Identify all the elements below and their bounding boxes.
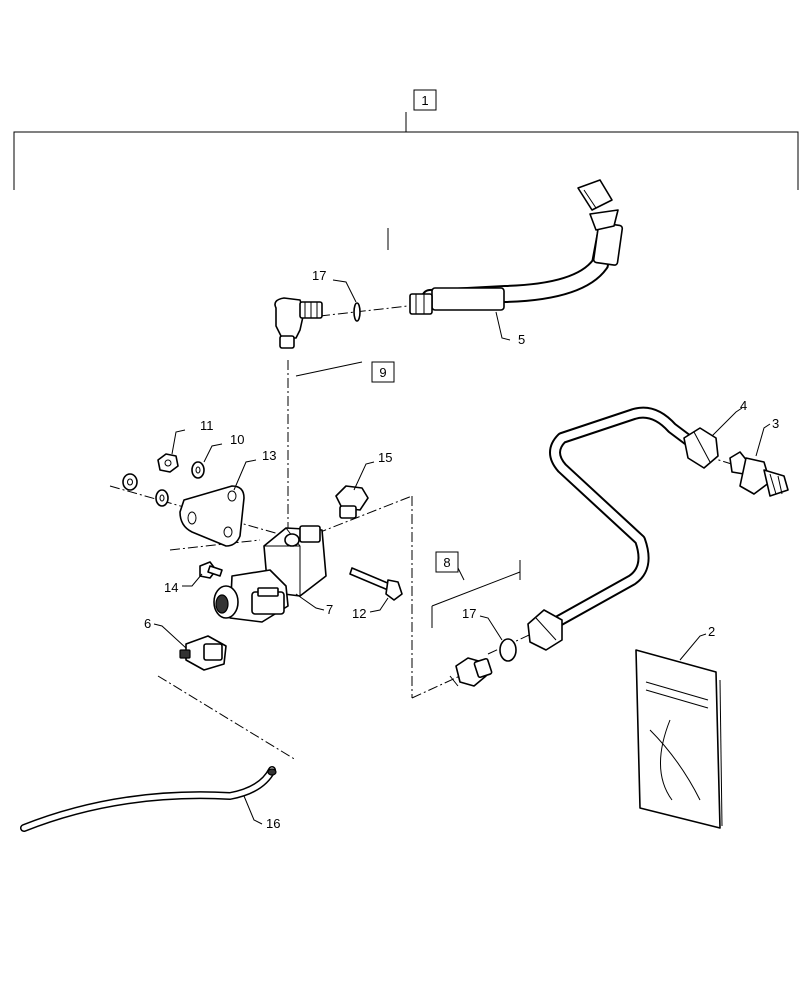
rear-washers xyxy=(122,473,169,507)
callout-hose: 5 xyxy=(518,332,525,347)
adapter-group-label-box xyxy=(435,551,459,573)
plug xyxy=(335,485,369,519)
callout-tube-nut: 4 xyxy=(740,398,747,413)
bolt-short xyxy=(199,561,223,579)
adapter-fitting-lower xyxy=(449,657,493,687)
washer xyxy=(191,461,205,479)
tube-nut xyxy=(683,427,719,469)
callout-booklet: 2 xyxy=(708,624,715,639)
callout-o-ring-lower: 17 xyxy=(462,606,476,621)
callout-connector: 6 xyxy=(144,616,151,631)
callout-valve: 7 xyxy=(326,602,333,617)
o-ring-lower xyxy=(499,638,517,662)
callout-wire: 16 xyxy=(266,816,280,831)
callout-bolt-short: 14 xyxy=(164,580,178,595)
callout-plug: 15 xyxy=(378,450,392,465)
callout-o-ring-upper: 17 xyxy=(312,268,326,283)
adapter-group-label: 8 xyxy=(443,555,450,570)
leader-lines xyxy=(153,279,771,825)
connector xyxy=(179,635,227,671)
bolt-long xyxy=(349,567,403,601)
steel-tube xyxy=(527,406,702,651)
booklet-icon xyxy=(635,649,723,829)
callout-bolt-long: 12 xyxy=(352,606,366,621)
fitting-group-label: 9 xyxy=(379,365,386,380)
hose xyxy=(409,179,624,315)
fitting-group-label-box xyxy=(371,361,395,383)
elbow-fitting xyxy=(274,297,323,349)
callout-nut: 11 xyxy=(200,418,214,433)
o-ring-upper xyxy=(353,302,361,322)
adapter-group-bracket: 8 xyxy=(431,551,521,628)
adapter-fitting xyxy=(729,451,789,497)
callout-washer: 10 xyxy=(230,432,244,447)
callout-bracket: 13 xyxy=(262,448,276,463)
bracket xyxy=(179,485,245,547)
valve xyxy=(213,525,327,623)
kit-label: 1 xyxy=(421,93,428,108)
callouts: 17 11 10 13 5 4 3 15 14 7 12 6 17 2 16 xyxy=(144,268,779,831)
nut xyxy=(157,453,179,473)
kit-label-box xyxy=(413,89,437,111)
wire xyxy=(20,766,277,832)
callout-adapter-fitting: 3 xyxy=(772,416,779,431)
kit-bracket: 1 xyxy=(13,89,799,190)
